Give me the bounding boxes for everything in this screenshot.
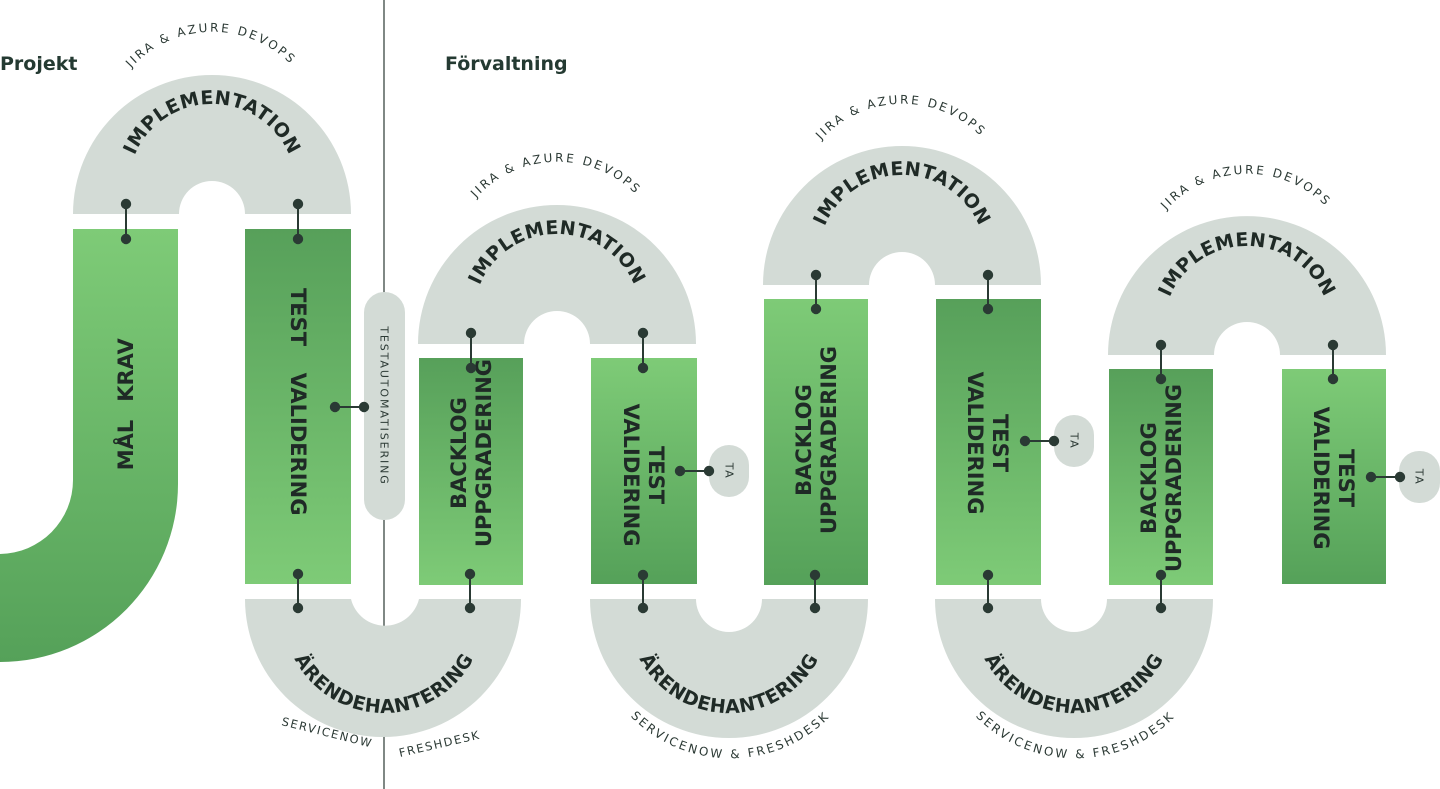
header-projekt: Projekt	[0, 53, 77, 75]
connector	[1155, 569, 1167, 614]
stage-label-backlog-group: BACKLOG UPPGRADERING	[447, 359, 496, 547]
connector	[637, 569, 649, 614]
entry-curve	[0, 229, 178, 662]
jira-label: JIRA & AZURE DEVOPS	[467, 151, 644, 201]
stage-label-validering: VALIDERING	[619, 404, 643, 547]
arendehantering-arc	[245, 599, 521, 737]
ta-label: TA	[1068, 432, 1081, 450]
connector	[292, 198, 304, 245]
stage-label-backlog-group: BACKLOG UPPGRADERING	[792, 346, 841, 534]
stage-label-test: TEST	[286, 288, 310, 347]
connector	[464, 568, 476, 614]
connector	[1155, 339, 1167, 385]
ta-pill	[1399, 451, 1440, 503]
stage-label-mal: MÅL	[113, 420, 138, 471]
ta-label: TA	[1413, 468, 1426, 486]
connector	[1365, 471, 1406, 483]
jira-label: JIRA & AZURE DEVOPS	[1157, 163, 1334, 213]
connector	[637, 327, 649, 374]
stage-label-backlog: BACKLOG	[792, 384, 816, 496]
ta-label: TA	[723, 462, 736, 480]
stage-label-validering: VALIDERING	[286, 373, 310, 516]
connector	[809, 569, 821, 614]
testautomatisering-label: TESTAUTOMATISERING	[378, 325, 391, 485]
connector	[1327, 339, 1339, 385]
header-forvaltning: Förvaltning	[445, 53, 568, 75]
implementation-arc	[73, 75, 351, 214]
arendehantering-arc	[590, 599, 868, 738]
connector	[982, 569, 994, 614]
jira-label: JIRA & AZURE DEVOPS	[812, 93, 989, 143]
stage-label-krav: KRAV	[114, 337, 138, 401]
stage-label-validering: VALIDERING	[963, 372, 987, 515]
connector	[329, 401, 370, 413]
stage-label-test: TEST	[988, 414, 1012, 473]
stage-label-test: TEST	[1334, 449, 1358, 508]
stage-label-backlog: BACKLOG	[1137, 422, 1161, 534]
jira-label: JIRA & AZURE DEVOPS	[122, 21, 299, 71]
connector	[982, 269, 994, 315]
ta-pill	[1054, 415, 1094, 467]
stage-label-test-group: TEST VALIDERING	[1309, 407, 1358, 550]
stage-label-uppgradering: UPPGRADERING	[472, 359, 496, 547]
ta-pill	[709, 445, 749, 497]
stage-label-test-group: TEST VALIDERING	[619, 404, 668, 547]
testautomatisering-pill	[364, 292, 405, 520]
implementation-arc	[418, 205, 696, 344]
stage-backlog-uppgradering	[1109, 369, 1213, 585]
stage-label-backlog-group: BACKLOG UPPGRADERING	[1137, 384, 1186, 572]
implementation-arc	[1108, 216, 1386, 355]
implementation-arc	[763, 146, 1041, 285]
connector	[810, 269, 822, 315]
stage-label-validering: VALIDERING	[1309, 407, 1333, 550]
connector	[465, 327, 477, 374]
stage-label-test-group: TEST VALIDERING	[963, 372, 1012, 515]
stage-label-uppgradering: UPPGRADERING	[1162, 384, 1186, 572]
stage-backlog-uppgradering	[764, 299, 868, 585]
connector	[120, 198, 132, 245]
connectors	[120, 198, 1406, 614]
arendehantering-arc	[935, 599, 1213, 738]
connector	[1019, 435, 1060, 447]
stage-label-test: TEST	[644, 446, 668, 505]
stage-backlog-uppgradering	[419, 358, 523, 585]
connector	[292, 568, 304, 614]
stage-label-uppgradering: UPPGRADERING	[817, 346, 841, 534]
connector	[674, 465, 715, 477]
stage-label-backlog: BACKLOG	[447, 397, 471, 509]
